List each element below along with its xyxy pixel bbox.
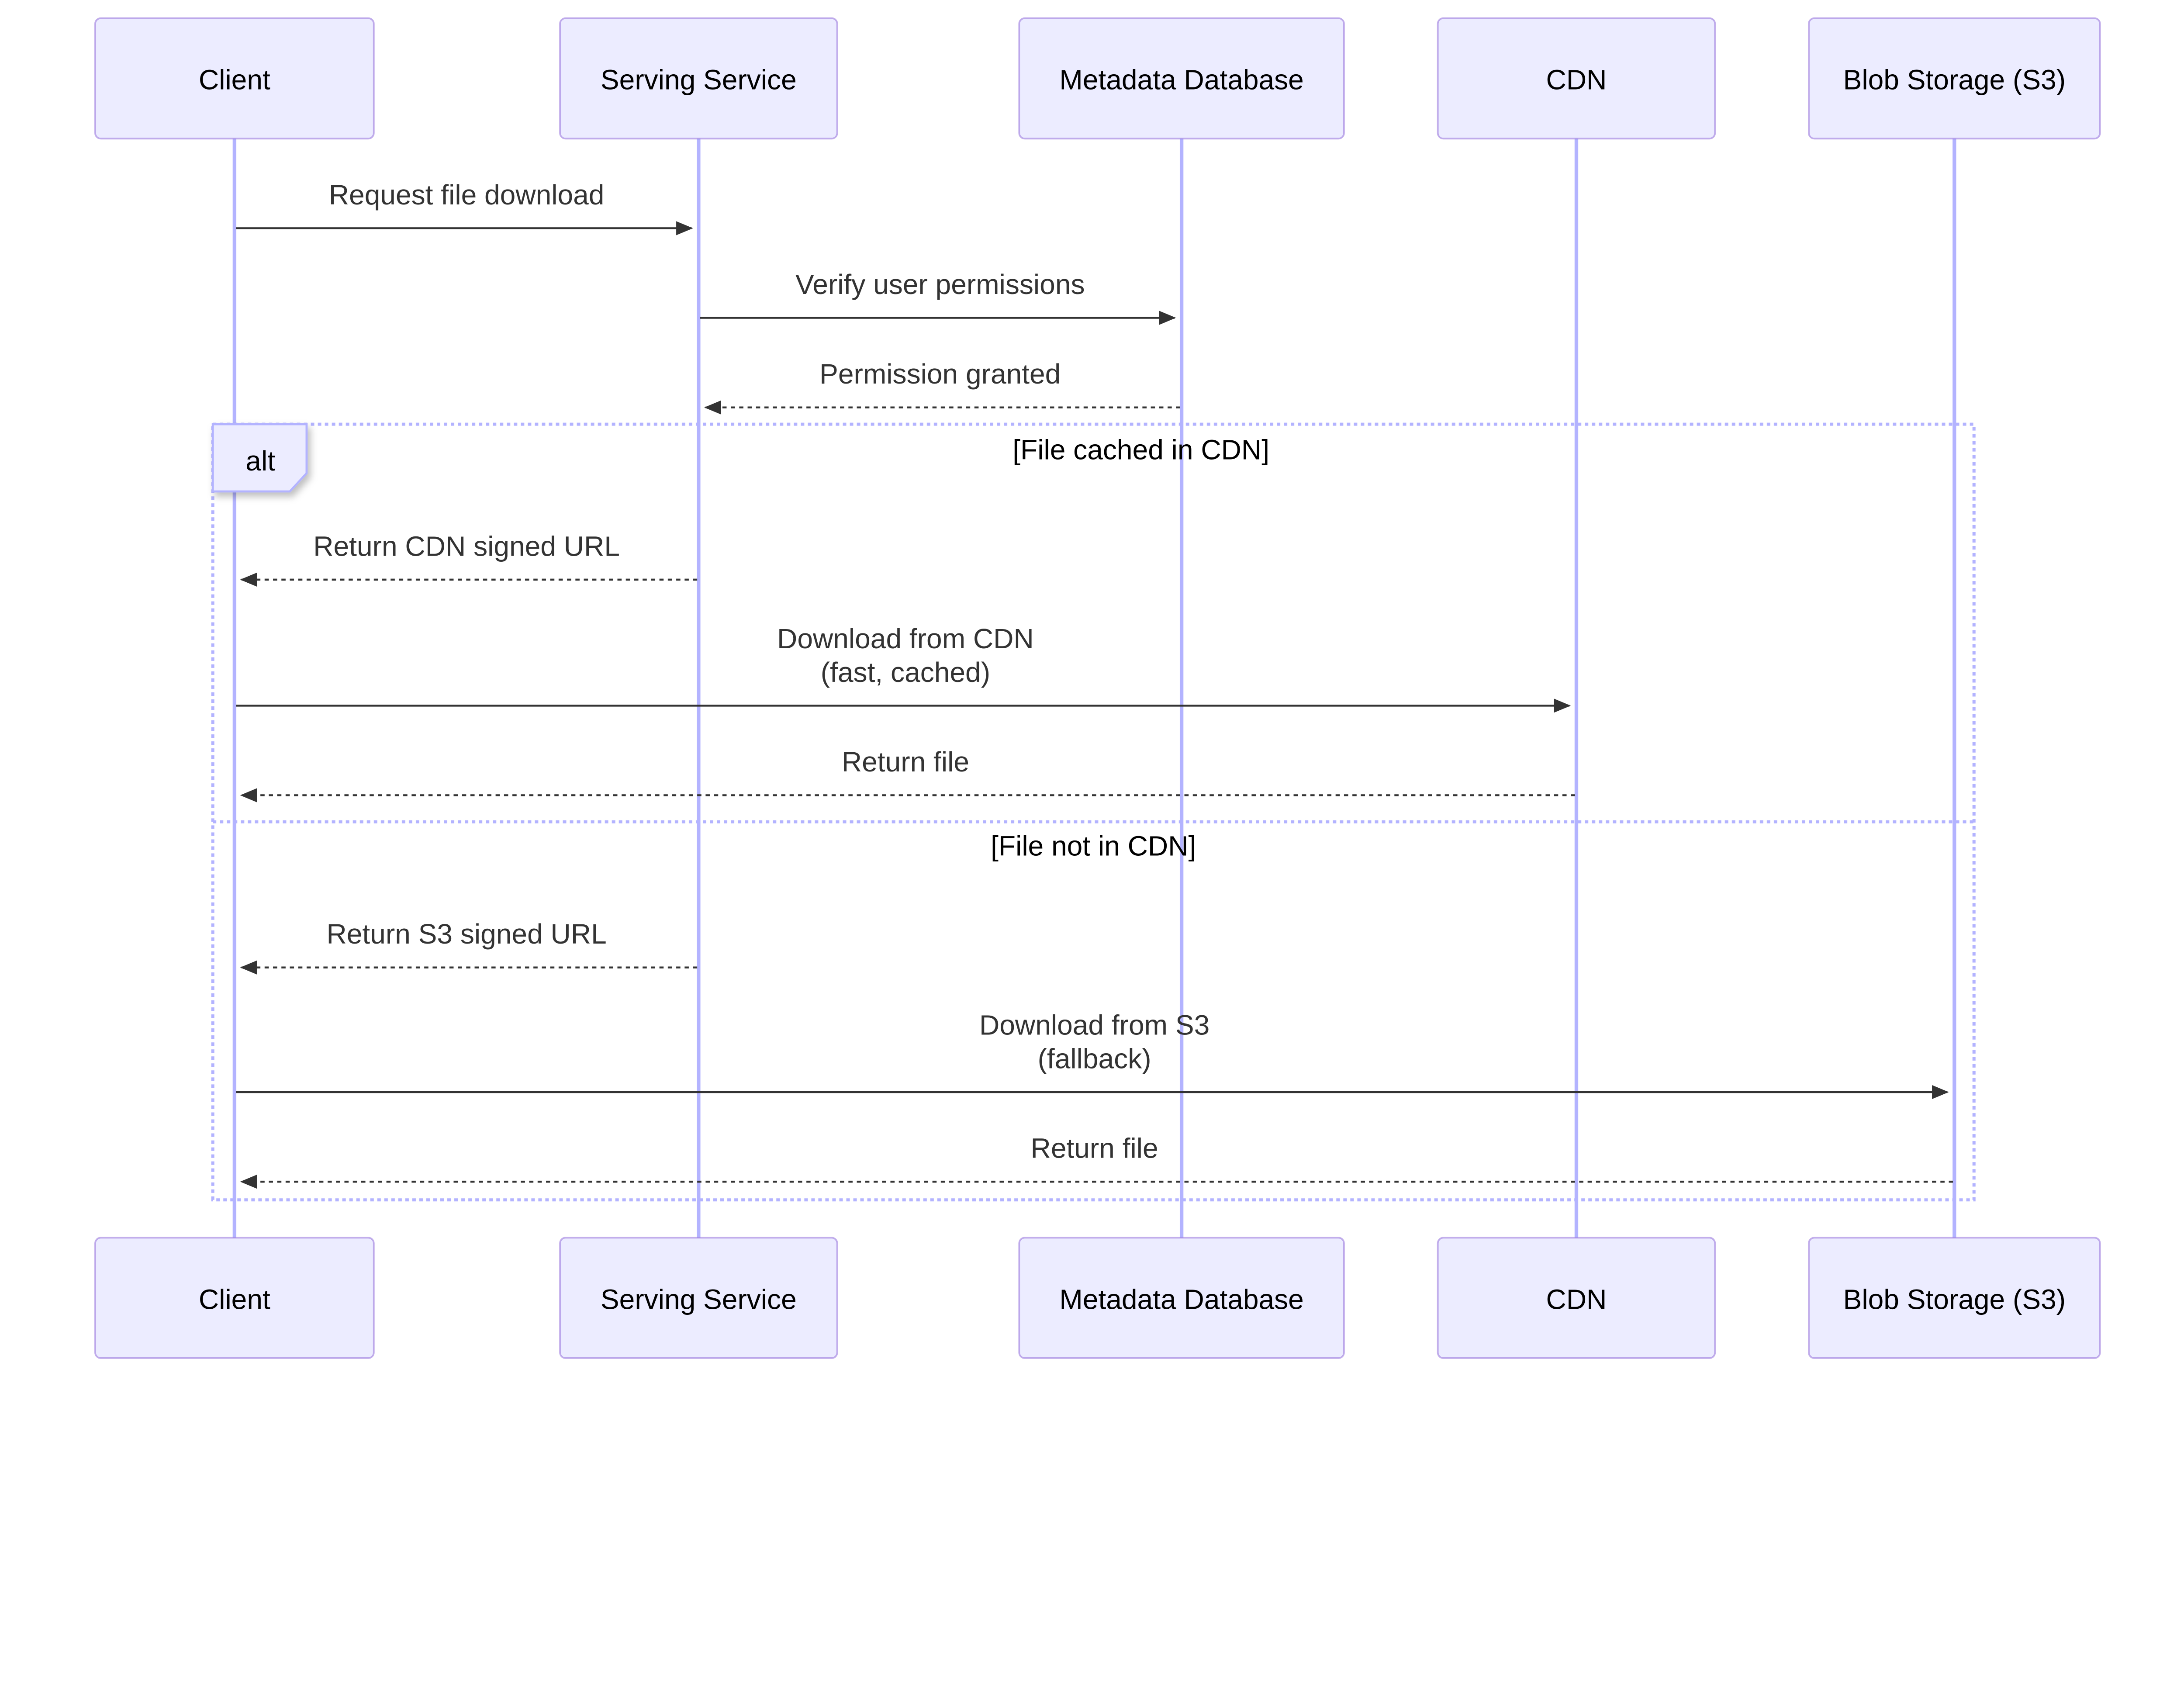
message-6: Return file: [240, 746, 1575, 802]
message-label: (fast, cached): [821, 657, 990, 688]
actor-label: Metadata Database: [1059, 1283, 1303, 1315]
message-9: Return file: [240, 1133, 1953, 1189]
actor-cdn-bottom[interactable]: CDN: [1437, 1237, 1716, 1359]
alt-frame: alt [File cached in CDN] [File not in CDN]: [211, 422, 1976, 1202]
sequence-diagram: alt [File cached in CDN] [File not in CDN]…: [94, 17, 2101, 1359]
actor-box: [94, 17, 375, 140]
actor-box: [559, 17, 838, 140]
alt-condition-2: [File not in CDN]: [991, 830, 1196, 861]
actor-cdn-top[interactable]: CDN: [1437, 17, 1716, 140]
actor-box: [1018, 17, 1345, 140]
actor-label: Metadata Database: [1059, 64, 1303, 96]
message-label: Return S3 signed URL: [326, 918, 606, 950]
message-label: Verify user permissions: [795, 269, 1085, 300]
message-label: Permission granted: [819, 358, 1061, 390]
message-8: Download from S3(fallback): [236, 1010, 1949, 1100]
alt-condition-1: [File cached in CDN]: [1013, 434, 1269, 465]
message-label: Return CDN signed URL: [313, 530, 620, 562]
actor-box: [1437, 1237, 1716, 1359]
message-4: Return CDN signed URL: [240, 530, 698, 587]
message-1: Request file download: [236, 179, 693, 235]
actor-box: [559, 1237, 838, 1359]
actor-box: [1437, 17, 1716, 140]
actor-box: [1808, 17, 2101, 140]
alt-frame-layer: alt [File cached in CDN] [File not in CDN]: [211, 422, 1976, 1202]
message-label: Request file download: [329, 179, 605, 211]
message-2: Verify user permissions: [700, 269, 1176, 325]
alt-label-box: [211, 423, 308, 493]
actor-metadata-top[interactable]: Metadata Database: [1018, 17, 1345, 140]
actor-label: Client: [199, 1283, 270, 1315]
message-label: Return file: [842, 746, 969, 778]
message-3: Permission granted: [704, 358, 1180, 415]
actor-label: Blob Storage (S3): [1843, 1283, 2066, 1315]
actor-blob-top[interactable]: Blob Storage (S3): [1808, 17, 2101, 140]
message-label: Download from S3: [979, 1010, 1209, 1041]
actor-metadata-bottom[interactable]: Metadata Database: [1018, 1237, 1345, 1359]
alt-label: alt: [245, 445, 275, 477]
actor-label: CDN: [1546, 1283, 1607, 1315]
message-label: (fallback): [1038, 1043, 1151, 1075]
actor-box: [1808, 1237, 2101, 1359]
actor-serving-top[interactable]: Serving Service: [559, 17, 838, 140]
actor-label: CDN: [1546, 64, 1607, 96]
message-5: Download from CDN(fast, cached): [236, 623, 1571, 713]
actor-box: [1018, 1237, 1345, 1359]
actor-label: Client: [199, 64, 270, 96]
message-7: Return S3 signed URL: [240, 918, 698, 975]
alt-frame-border: [211, 422, 1976, 1202]
actor-label: Serving Service: [601, 64, 797, 96]
actor-label: Serving Service: [601, 1283, 797, 1315]
actor-serving-bottom[interactable]: Serving Service: [559, 1237, 838, 1359]
message-label: Return file: [1031, 1133, 1158, 1164]
actor-box: [94, 1237, 375, 1359]
lifelines: [232, 138, 1956, 1238]
actor-client-bottom[interactable]: Client: [94, 1237, 375, 1359]
actor-label: Blob Storage (S3): [1843, 64, 2066, 96]
actor-blob-bottom[interactable]: Blob Storage (S3): [1808, 1237, 2101, 1359]
message-label: Download from CDN: [777, 623, 1034, 654]
actor-client-top[interactable]: Client: [94, 17, 375, 140]
